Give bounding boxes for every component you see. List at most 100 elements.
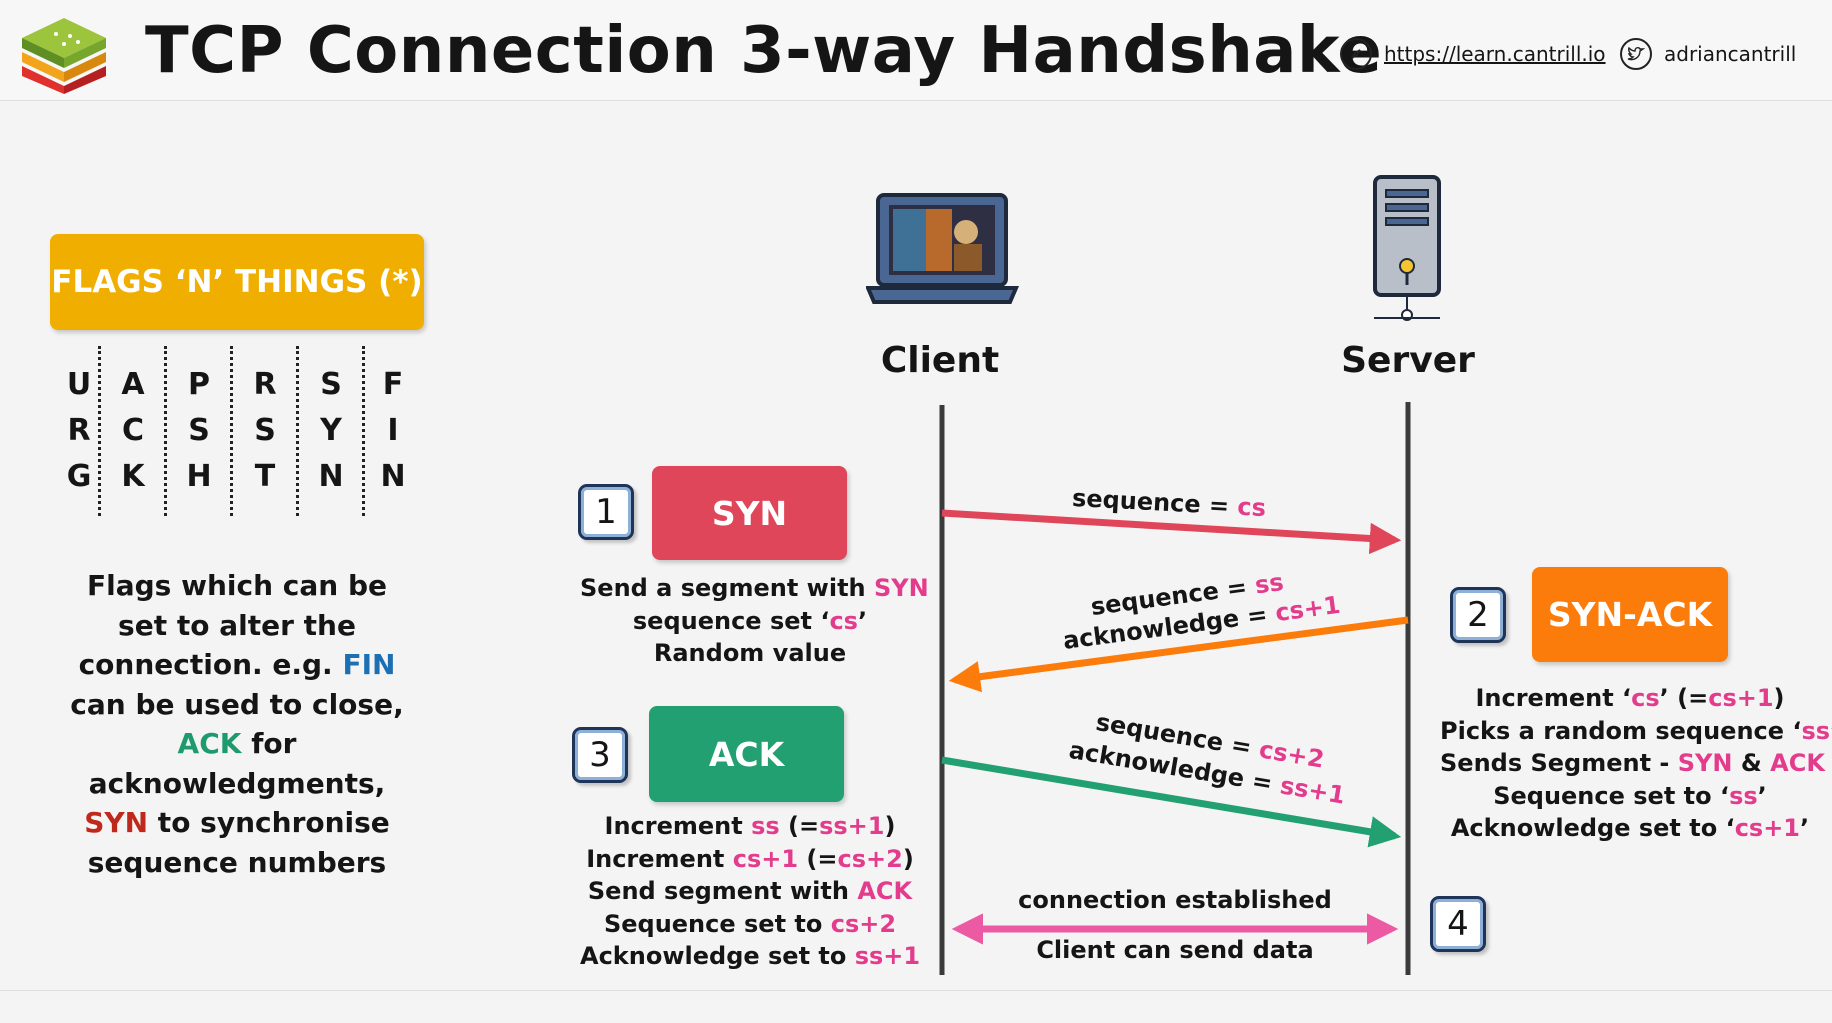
step-line: Acknowledge set to ss+1 <box>580 940 920 973</box>
step-line: Sequence set to cs+2 <box>580 908 920 941</box>
site-link-text[interactable]: https://learn.cantrill.io <box>1384 42 1606 66</box>
highlight: ss <box>1729 781 1758 810</box>
step-3-description: Increment ss (=ss+1) Increment cs+1 (=cs… <box>580 810 920 973</box>
flag-letter: C <box>121 413 145 448</box>
flag-letter: I <box>387 413 399 448</box>
flag-urg: U R G <box>54 362 104 500</box>
flag-divider <box>230 346 233 516</box>
step-line: Picks a random sequence ‘ss’ <box>1440 715 1832 748</box>
step-line: sequence set ‘cs’ <box>580 605 920 638</box>
server-label: Server <box>1341 340 1475 381</box>
logo-icon <box>22 18 106 94</box>
flags-badge: FLAGS ‘N’ THINGS (*) <box>50 234 424 330</box>
highlight: ACK <box>857 877 913 905</box>
step-line: Acknowledge set to ‘cs+1’ <box>1440 812 1820 845</box>
site-link[interactable]: https://learn.cantrill.io <box>1340 38 1606 70</box>
text: Acknowledge set to <box>580 942 855 970</box>
text: ’ <box>857 606 868 635</box>
flag-letter: R <box>67 413 91 448</box>
flag-letter: P <box>188 367 210 402</box>
step-line: Sends Segment - SYN & ACK <box>1440 747 1825 780</box>
step-2-number: 2 <box>1450 587 1506 643</box>
connection-top-label: connection established <box>1018 886 1332 914</box>
flag-letter: S <box>254 413 276 448</box>
syn-ack-arrow <box>948 616 1409 693</box>
flag-letter: S <box>320 367 342 402</box>
text: & <box>1732 749 1771 777</box>
text: Sequence set to <box>603 909 831 938</box>
twitter-handle[interactable]: adriancantrill <box>1664 42 1797 66</box>
text: (= <box>779 812 820 840</box>
flag-psh: P S H <box>174 362 224 500</box>
highlight: ss+1 <box>854 942 921 970</box>
text: Sequence set to ‘ <box>1493 781 1730 810</box>
flag-letter: G <box>66 459 92 494</box>
text: Increment <box>604 812 752 840</box>
highlight: cs+2 <box>837 844 903 873</box>
flag-ack: A C K <box>108 362 158 500</box>
highlight: ss <box>1801 716 1831 745</box>
page-title: TCP Connection 3-way Handshake <box>145 14 1383 88</box>
step-line: Increment ‘cs’ (=cs+1) <box>1440 682 1820 715</box>
syn-arrow <box>941 509 1402 555</box>
highlight: SYN <box>874 574 929 602</box>
desc-text: Flags which can be set to alter the conn… <box>78 569 387 681</box>
desc-text: for acknowledgments, <box>88 727 386 800</box>
text: ’ <box>1830 717 1832 745</box>
flag-divider <box>362 346 365 516</box>
flag-letter: N <box>318 459 344 494</box>
flag-letter: S <box>188 413 210 448</box>
text: sequence = <box>1071 483 1239 521</box>
text: ) <box>1773 684 1785 712</box>
step-3-number: 3 <box>572 727 628 783</box>
highlight: cs <box>1631 684 1660 712</box>
step-4-number: 4 <box>1430 896 1486 952</box>
text: ’ (= <box>1659 684 1709 712</box>
flag-divider <box>296 346 299 516</box>
flag-letter: R <box>253 367 277 402</box>
step-line: Sequence set to ‘ss’ <box>1440 780 1820 813</box>
flag-letter: N <box>380 459 406 494</box>
text: Send a segment with <box>580 574 874 602</box>
highlight: ss <box>1253 567 1286 600</box>
highlight: cs+1 <box>732 844 799 873</box>
highlight: ACK <box>1770 749 1825 777</box>
highlight: SYN <box>1677 749 1733 777</box>
text: ’ <box>1757 781 1767 810</box>
highlight: cs+2 <box>830 909 897 938</box>
highlight: cs+1 <box>1708 684 1774 712</box>
text: Increment ‘ <box>1475 684 1632 712</box>
text: ) <box>902 844 914 873</box>
text: Acknowledge set to ‘ <box>1450 814 1735 842</box>
laptop-icon <box>866 193 1020 304</box>
syn-ack-badge: SYN-ACK <box>1532 567 1728 662</box>
flag-syn: S Y N <box>306 362 356 500</box>
step-1-number: 1 <box>578 484 634 540</box>
header-bar <box>0 0 1832 101</box>
twitter-icon <box>1620 38 1652 70</box>
flag-letter: H <box>186 459 212 494</box>
ack-arrow <box>941 756 1402 848</box>
step-line: Increment ss (=ss+1) <box>580 810 920 843</box>
highlight: cs+1 <box>1734 814 1801 842</box>
step-line: Increment cs+1 (=cs+2) <box>580 843 920 876</box>
desc-ack: ACK <box>177 727 242 760</box>
text: Increment <box>586 844 733 873</box>
step-line: Send a segment with SYN <box>580 572 929 605</box>
flag-letter: K <box>121 459 145 494</box>
text: Sends Segment - <box>1440 749 1678 777</box>
flag-letter: F <box>382 367 404 402</box>
flag-letter: T <box>254 459 276 494</box>
desc-text: can be used to close, <box>70 687 404 721</box>
twitter-link[interactable]: adriancantrill <box>1620 38 1796 70</box>
text: Send segment with <box>587 877 858 905</box>
step-2-description: Increment ‘cs’ (=cs+1) Picks a random se… <box>1440 682 1832 845</box>
footer-divider <box>0 990 1832 991</box>
highlight: cs <box>1236 492 1267 523</box>
flag-rst: R S T <box>240 362 290 500</box>
client-label: Client <box>880 340 1000 381</box>
connection-bottom-label: Client can send data <box>1036 936 1314 964</box>
flag-letter: Y <box>320 413 342 448</box>
step-1-description: Send a segment with SYN sequence set ‘cs… <box>580 572 929 670</box>
